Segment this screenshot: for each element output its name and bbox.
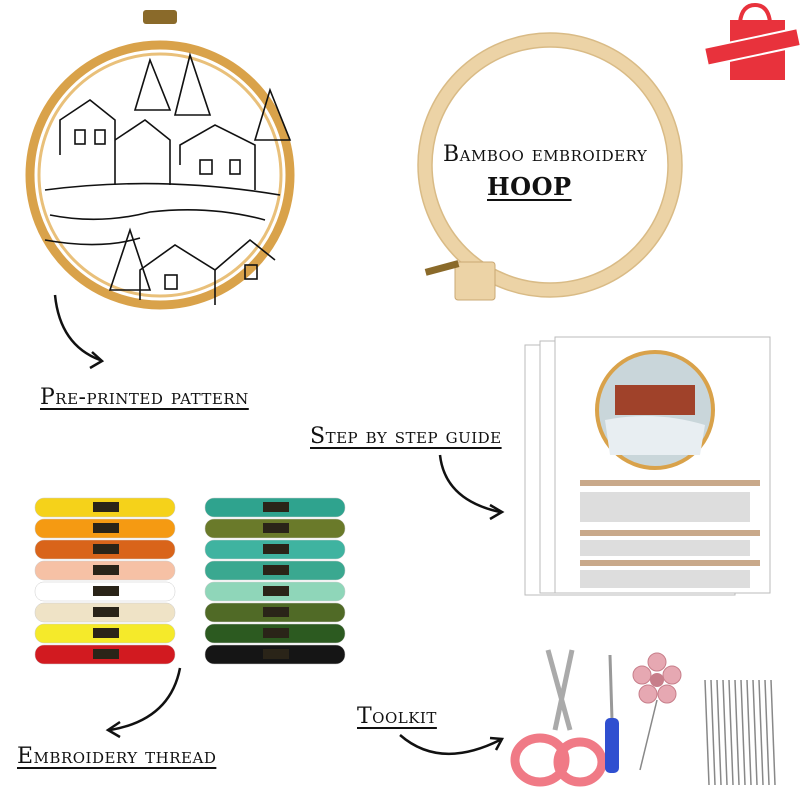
needle (734, 679, 740, 786)
thread-band (93, 586, 119, 596)
thread-band (263, 544, 289, 554)
thread-band (93, 607, 119, 617)
winter-village-pattern (44, 52, 292, 305)
thread-band (263, 523, 289, 533)
arrow-head-icon (489, 736, 505, 751)
thread-band (93, 565, 119, 575)
arrow-head-icon (89, 351, 105, 370)
arrow-icon (53, 294, 101, 362)
bamboo-hoop (417, 32, 683, 301)
needle (716, 679, 722, 786)
arrow-head-icon (489, 503, 505, 521)
arrow-head-icon (105, 720, 121, 739)
seam-ripper-icon (605, 654, 619, 773)
thread-band (263, 649, 289, 659)
thread-band (93, 649, 119, 659)
thread-band (263, 628, 289, 638)
thread-band (93, 544, 119, 554)
arrow-icon (109, 667, 182, 732)
shopping-bag-logo-icon (702, 2, 800, 80)
thread-skeins-left (34, 497, 176, 665)
hoop-label: Bamboo embroidery (443, 142, 648, 167)
guide-sheets (524, 336, 771, 596)
thread-band (263, 502, 289, 512)
needle (722, 679, 728, 786)
arrows (53, 294, 505, 756)
needles-icon (704, 679, 776, 786)
hoop-clamp (454, 261, 496, 301)
needle (758, 679, 764, 786)
thread-band (263, 607, 289, 617)
hoop-screw-icon (143, 10, 177, 24)
thread-band (93, 523, 119, 533)
printed-hoop (25, 10, 295, 310)
needle (704, 679, 710, 786)
thread-label: Embroidery thread (17, 744, 217, 769)
needle (710, 679, 716, 786)
hoop-label-emphasis: HOOP (487, 172, 572, 201)
needle (752, 679, 758, 786)
toolkit-label: Toolkit (357, 704, 437, 729)
pattern-label: Pre-printed pattern (40, 385, 249, 410)
needle (746, 679, 752, 786)
thread-band (93, 502, 119, 512)
arrow-icon (399, 734, 501, 756)
thread-band (263, 565, 289, 575)
thread-skeins-right (204, 497, 346, 665)
needle (728, 679, 734, 786)
needle (770, 679, 776, 786)
hoop-screw-icon (424, 260, 460, 276)
needle (764, 679, 770, 786)
arrow-icon (438, 454, 501, 514)
scissors-icon (510, 649, 607, 787)
thread-band (93, 628, 119, 638)
thread-band (263, 586, 289, 596)
needle-threader-icon (632, 652, 682, 771)
needle (740, 679, 746, 786)
guide-label: Step by step guide (310, 424, 502, 449)
